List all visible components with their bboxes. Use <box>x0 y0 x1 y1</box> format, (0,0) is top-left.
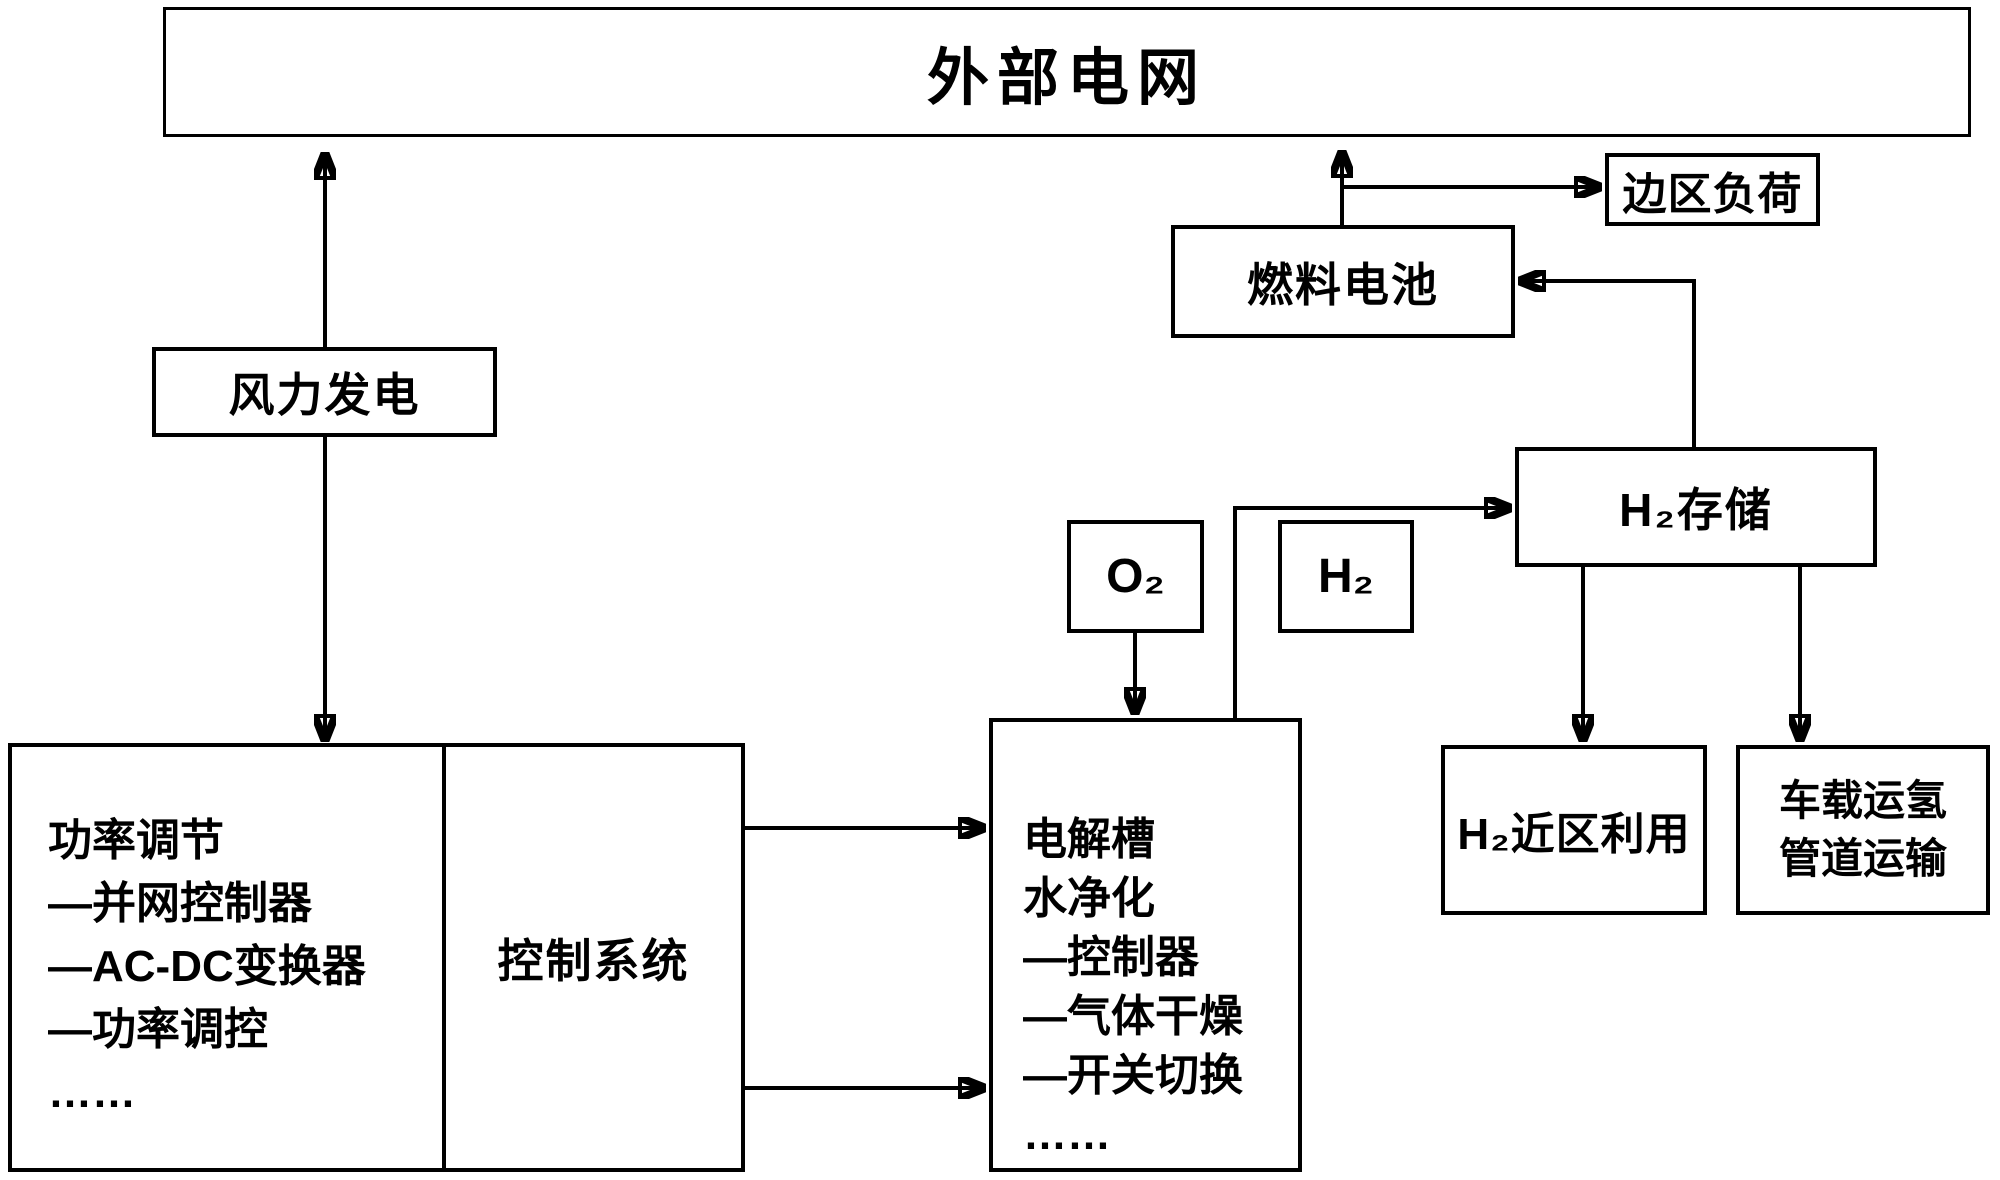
control-system-label: 控制系统 <box>497 934 690 987</box>
wind-power-label: 风力发电 <box>228 369 421 421</box>
h2-local-use-label: H₂近区利用 <box>1457 810 1691 859</box>
external-grid-label: 外部电网 <box>926 44 1207 113</box>
node-wind-power: 风力发电 <box>152 347 497 437</box>
fuel-cell-label: 燃料电池 <box>1247 258 1439 311</box>
node-h2-local-use: H₂近区利用 <box>1441 745 1707 915</box>
edge-h2-storage-to-fuel-cell <box>1520 281 1696 447</box>
hydrogen-label: H₂ <box>1318 550 1374 603</box>
node-power-regulation-control: 功率调节 —并网控制器 —AC-DC变换器 —功率调控 …… 控制系统 <box>8 743 745 1172</box>
power-regulation-list: 功率调节 —并网控制器 —AC-DC变换器 —功率调控 …… <box>48 816 366 1117</box>
h2-transport-label: 车载运氢 管道运输 <box>1778 777 1947 882</box>
node-fuel-cell: 燃料电池 <box>1171 225 1515 338</box>
node-external-grid: 外部电网 <box>163 7 1971 137</box>
node-h2-storage: H₂存储 <box>1515 447 1877 567</box>
h2-storage-label: H₂存储 <box>1619 484 1773 536</box>
power-regulation-pane: 功率调节 —并网控制器 —AC-DC变换器 —功率调控 …… <box>12 747 446 1168</box>
node-h2-transport: 车载运氢 管道运输 <box>1736 745 1990 915</box>
oxygen-label: O₂ <box>1106 550 1165 603</box>
border-load-label: 边区负荷 <box>1622 169 1803 219</box>
node-border-load: 边区负荷 <box>1605 153 1820 226</box>
node-electrolyzer: 电解槽 水净化 —控制器 —气体干燥 —开关切换 …… <box>989 718 1302 1172</box>
control-system-pane: 控制系统 <box>446 747 741 1168</box>
node-oxygen: O₂ <box>1067 520 1204 633</box>
node-hydrogen: H₂ <box>1278 520 1414 633</box>
electrolyzer-list: 电解槽 水净化 —控制器 —气体干燥 —开关切换 …… <box>1023 815 1243 1159</box>
